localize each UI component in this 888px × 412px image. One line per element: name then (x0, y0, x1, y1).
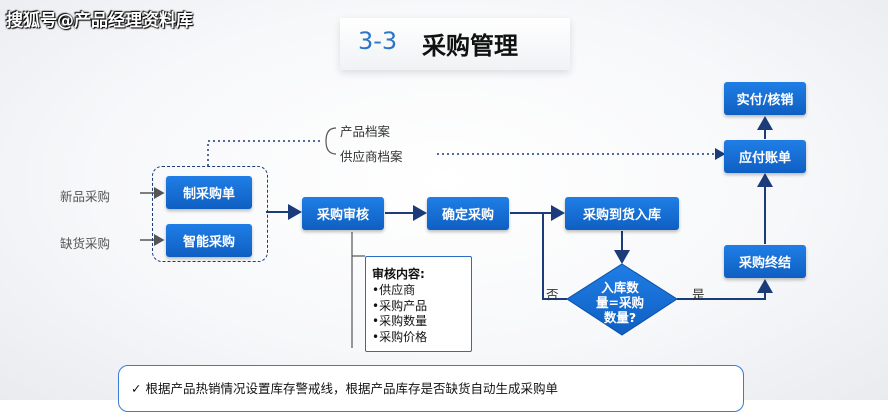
shortage-purchase-label: 缺货采购 (60, 236, 111, 251)
paid-box[interactable]: 实付/核销 (724, 82, 806, 115)
branch-no-label: 否 (546, 287, 559, 302)
connectors (140, 116, 773, 348)
smart-purchase-box[interactable]: 智能采购 (166, 224, 252, 257)
settle-box[interactable]: 采购终结 (724, 245, 806, 278)
supplier-archive-label: 供应商档案 (340, 149, 403, 164)
section-number: 3-3 (358, 27, 398, 55)
product-archive-label: 产品档案 (340, 124, 391, 139)
order-source-group (152, 166, 268, 262)
review-content-box: 审核内容: •供应商 •采购产品 •采购数量 •采购价格 (365, 256, 472, 352)
decision-line: 入库数 (601, 280, 639, 295)
title-band: 3-3 采购管理 (340, 18, 570, 70)
decision-line: 量=采购 (596, 295, 644, 310)
decision-label: 入库数 量=采购 数量? (576, 280, 664, 325)
watermark: 搜狐号@产品经理资料库 (6, 11, 193, 31)
new-purchase-label: 新品采购 (60, 189, 111, 204)
review-item: •采购产品 (372, 298, 428, 313)
review-item: •供应商 (372, 283, 416, 297)
review-content-list: •供应商 •采购产品 •采购数量 •采购价格 (372, 283, 427, 345)
review-item: •采购价格 (372, 329, 428, 344)
review-content-heading: 审核内容: (372, 267, 425, 281)
note-text: ✓ 根据产品热销情况设置库存警戒线，根据产品库存是否缺货自动生成采购单 (131, 381, 558, 396)
review-item: •采购数量 (372, 314, 428, 328)
review-box[interactable]: 采购审核 (302, 197, 384, 230)
confirm-box[interactable]: 确定采购 (427, 197, 509, 230)
note-box: ✓ 根据产品热销情况设置库存警戒线，根据产品库存是否缺货自动生成采购单 (118, 365, 744, 412)
arrival-box[interactable]: 采购到货入库 (565, 197, 679, 230)
payable-box[interactable]: 应付账单 (724, 140, 806, 173)
decision-diamond (566, 263, 678, 336)
decision-line: 数量? (603, 310, 637, 325)
branch-yes-label: 是 (692, 287, 705, 302)
make-order-box[interactable]: 制采购单 (166, 176, 252, 209)
page-title: 采购管理 (422, 32, 518, 60)
